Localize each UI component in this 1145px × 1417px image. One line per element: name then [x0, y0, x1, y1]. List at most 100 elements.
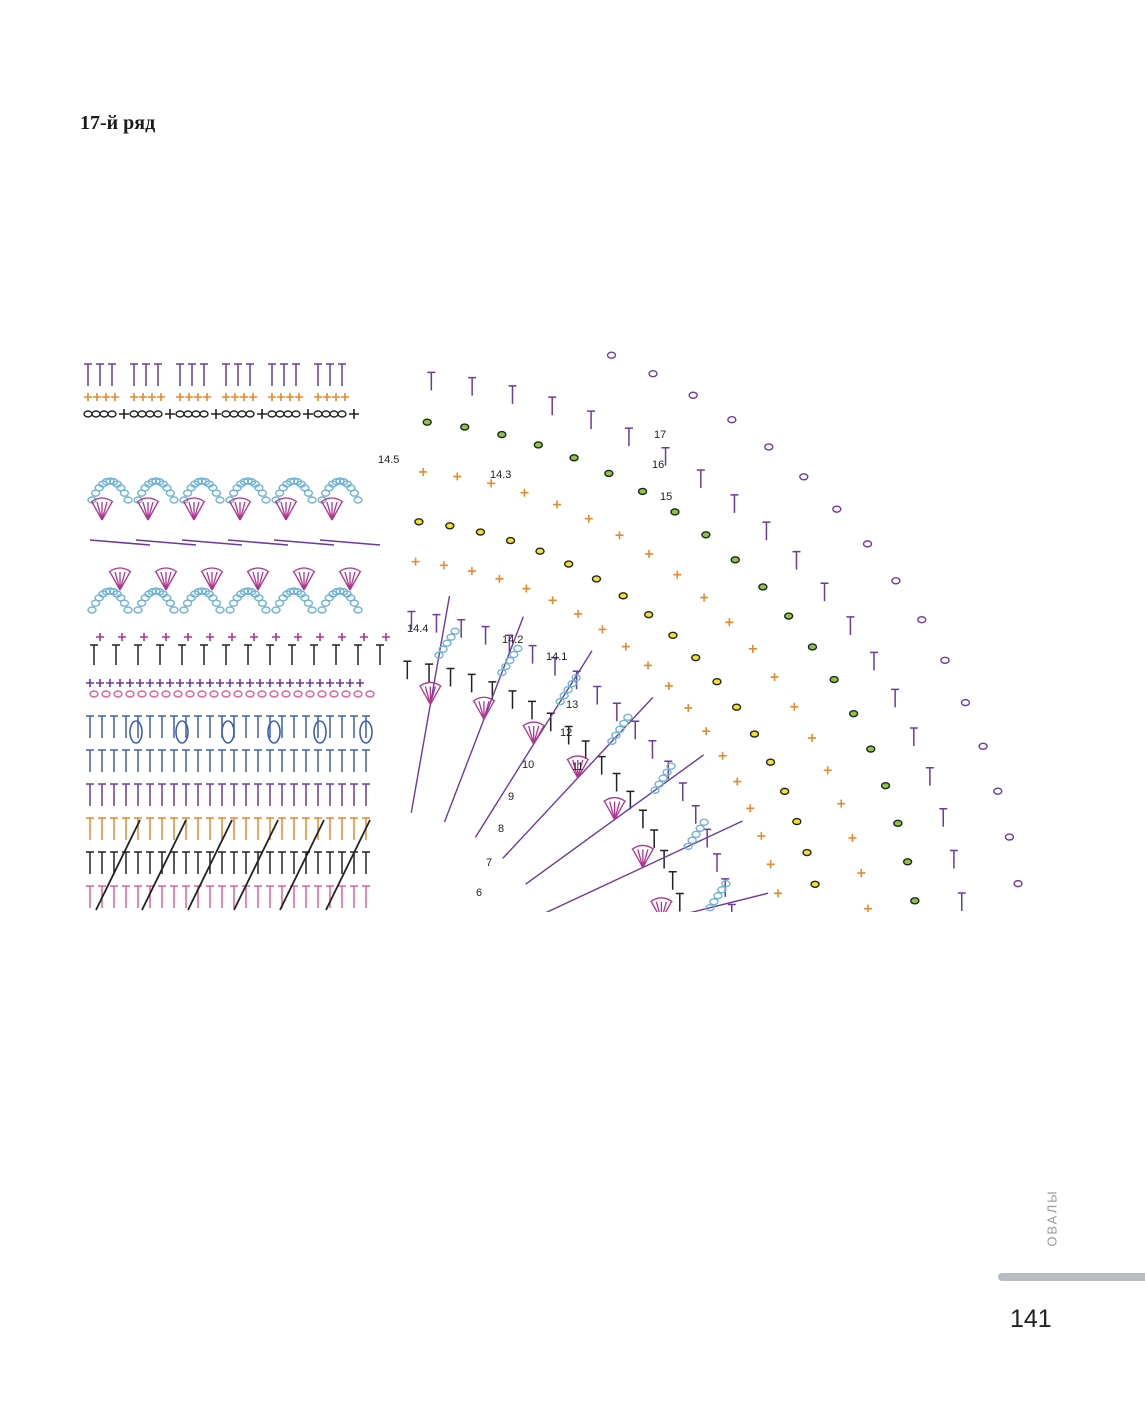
tall-stitch [108, 363, 116, 386]
fan-stitch [160, 571, 167, 591]
chain-stitch [960, 698, 971, 707]
tall-stitch [581, 740, 590, 759]
plus-stitch [316, 679, 324, 687]
tall-stitch [254, 885, 262, 908]
tall-stitch [230, 749, 238, 772]
tall-stitch [350, 885, 358, 908]
chain-stitch [165, 599, 176, 607]
chain-stitch [917, 615, 927, 624]
arc-stitch [319, 539, 381, 546]
tall-stitch [527, 700, 536, 720]
chain-stitch [215, 606, 225, 614]
fan-stitch [478, 701, 485, 720]
tall-stitch [278, 817, 286, 840]
spoke-stitch [525, 754, 705, 885]
chain-stitch [695, 824, 705, 833]
fan-stitch [344, 571, 351, 591]
chain-stitch [275, 410, 285, 418]
chain-stitch [940, 656, 950, 665]
chain-stitch [535, 547, 545, 555]
tall-stitch [290, 817, 298, 840]
tall-stitch [713, 853, 722, 872]
row-number-label: 6 [476, 887, 482, 899]
row-heading: 17-й ряд [80, 112, 156, 134]
tall-stitch [597, 755, 606, 775]
plus-stitch [439, 561, 448, 570]
fan-stitch [101, 501, 108, 521]
fan-stitch [211, 571, 223, 591]
tall-stitch [691, 805, 700, 824]
plus-stitch [102, 393, 110, 401]
tall-stitch [170, 783, 178, 806]
chain-stitch [233, 690, 243, 698]
tall-stitch [338, 749, 346, 772]
plus-stitch [236, 679, 244, 687]
plus-stitch [266, 679, 274, 687]
chain-stitch [365, 690, 375, 698]
plus-stitch [84, 393, 92, 401]
tall-stitch [218, 783, 226, 806]
tall-stitch [158, 715, 166, 738]
tall-stitch [200, 363, 208, 386]
fan-stitch [642, 849, 654, 868]
fan-stitch [91, 501, 103, 521]
plus-stitch [336, 679, 344, 687]
tall-stitch [425, 663, 434, 683]
plus-stitch [216, 679, 224, 687]
long-stitch [325, 819, 371, 911]
fan-stitch [119, 571, 131, 591]
chain-stitch [349, 489, 360, 497]
tall-stitch [146, 851, 154, 874]
chain-stitch [783, 612, 794, 620]
tall-stitch [246, 363, 254, 386]
plus-stitch [757, 831, 766, 840]
long-stitch [187, 819, 233, 911]
chain-stitch [245, 690, 255, 698]
long-stitch [141, 819, 187, 911]
tall-stitch [218, 817, 226, 840]
fan-stitch [572, 759, 579, 779]
chain-stitch [281, 690, 291, 698]
fan-arc [522, 721, 546, 727]
fan-stitch [473, 700, 485, 720]
tall-stitch [206, 783, 214, 806]
fan-stitch [632, 849, 644, 868]
tall-stitch [268, 363, 276, 386]
chain-stitch [261, 496, 271, 504]
fan-stitch [321, 501, 333, 521]
plus-stitch [246, 679, 254, 687]
row-number-label: 14.4 [407, 623, 428, 635]
tall-stitch [230, 851, 238, 874]
tall-stitch [314, 783, 322, 806]
fan-stitch [119, 571, 126, 591]
plus-stitch [664, 681, 673, 690]
plus-stitch [148, 393, 156, 401]
fan-stitch [577, 759, 589, 779]
chain-stitch [615, 725, 625, 734]
fan-stitch [528, 725, 535, 745]
chain-stitch [555, 697, 565, 706]
tall-stitch [338, 851, 346, 874]
tall-stitch [869, 651, 878, 671]
tall-stitch [338, 885, 346, 908]
tall-stitch [110, 749, 118, 772]
chain-stitch [133, 606, 143, 614]
tall-stitch [949, 849, 958, 869]
fan-arc [136, 497, 160, 503]
tall-stitch [314, 715, 322, 738]
tall-stitch [98, 783, 106, 806]
tall-stitch [254, 715, 262, 738]
arc-stitch [89, 539, 151, 546]
chain-stitch [123, 606, 133, 614]
fan-arc [228, 497, 252, 503]
chain-stitch [199, 410, 209, 418]
tall-stitch [338, 817, 346, 840]
tall-stitch [350, 749, 358, 772]
tall-stitch [638, 809, 647, 829]
tall-stitch [820, 582, 829, 602]
chain-stitch [497, 430, 507, 439]
tall-stitch [481, 625, 490, 645]
puff-stitch [359, 720, 373, 744]
plus-stitch [166, 679, 174, 687]
chain-stitch [709, 898, 719, 906]
